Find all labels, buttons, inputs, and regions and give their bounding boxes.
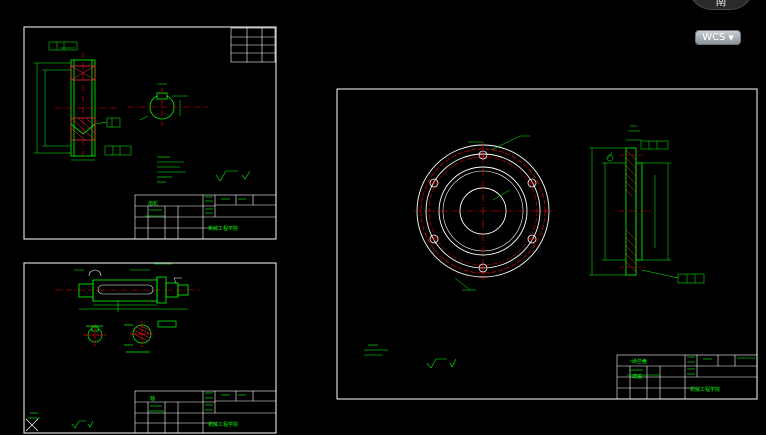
- chevron-down-icon: ▼: [728, 33, 734, 42]
- shaft-section-views: [84, 320, 177, 353]
- sheet-border: [23, 262, 277, 434]
- roughness-symbol: [426, 358, 457, 369]
- flange-front-view: [414, 135, 552, 291]
- shaft-main-view: [78, 269, 189, 304]
- flange-side-view: [618, 147, 652, 276]
- gear-parameter-table: [230, 27, 276, 63]
- shaft-title-caption: 机械工程学院: [208, 422, 239, 428]
- shaft-title-block: [134, 390, 277, 434]
- gear-hub-view: [128, 83, 208, 126]
- roughness-symbol: [71, 420, 94, 429]
- shaft-notes: [28, 412, 40, 419]
- ucs-menu-button[interactable]: WCS ▼: [695, 30, 741, 45]
- flange-title-block: [616, 354, 758, 400]
- flange-part-name: 法兰盘: [632, 359, 648, 365]
- gear-title-caption: 机械工程学院: [208, 226, 239, 232]
- sheet-border: [336, 88, 758, 400]
- gear-part-name: 齿轮: [148, 201, 159, 207]
- flange-sheet: [336, 88, 758, 400]
- flange-title-caption: 机械工程学院: [690, 387, 721, 393]
- flange-technical-notes: [364, 344, 388, 356]
- gear-technical-notes: [157, 156, 186, 183]
- ucs-icon: [25, 418, 39, 432]
- ucs-label: WCS: [702, 32, 726, 43]
- gear-dimensions: [34, 41, 132, 161]
- flange-sub-name: 端盖: [632, 374, 643, 380]
- shaft-dimensions: [74, 263, 188, 312]
- gear-title-block: [134, 194, 277, 240]
- sheet-border: [23, 26, 277, 240]
- viewcube-direction-label[interactable]: 南: [715, 0, 727, 8]
- shaft-part-name: 轴: [150, 396, 156, 402]
- shaft-sheet: [23, 262, 277, 434]
- flange-dimensions: [589, 125, 705, 284]
- roughness-symbol: [215, 170, 251, 182]
- gear-sheet: [23, 26, 277, 240]
